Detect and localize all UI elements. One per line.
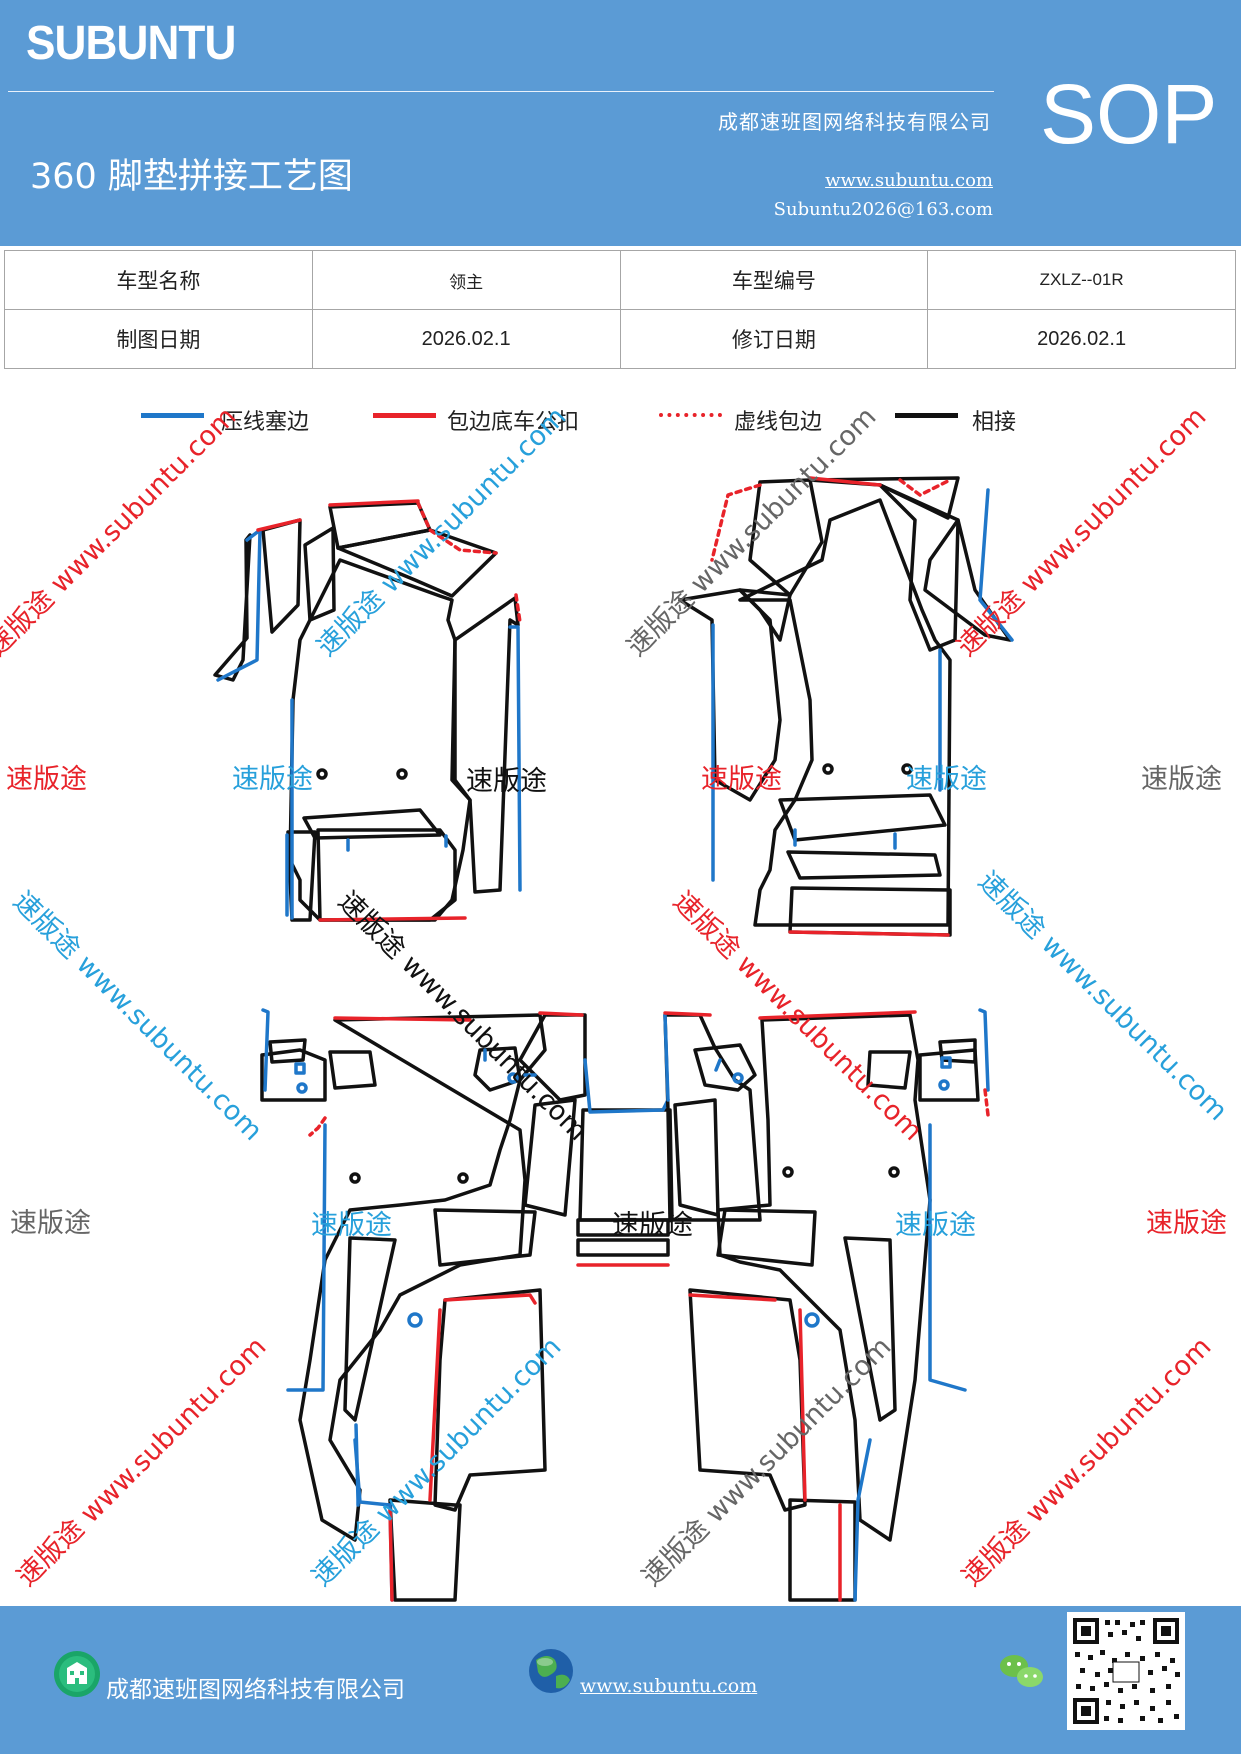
revision-date-value: 2026.02.1 [927, 309, 1236, 369]
table-row: 车型名称 领主 车型编号 ZXLZ--01R [4, 250, 1236, 310]
header-divider [8, 91, 994, 92]
model-code-label: 车型编号 [619, 250, 929, 310]
sop-badge: SOP [1040, 67, 1218, 161]
footer-website-link[interactable]: www.subuntu.com [580, 1675, 758, 1697]
vehicle-info-table: 车型名称 领主 车型编号 ZXLZ--01R 制图日期 2026.02.1 修订… [4, 250, 1236, 369]
table-row: 制图日期 2026.02.1 修订日期 2026.02.1 [4, 309, 1236, 369]
header-website-link[interactable]: www.subuntu.com [825, 170, 993, 191]
model-name-label: 车型名称 [4, 250, 313, 310]
legend-label-edge-clip: 包边底车公扣 [447, 410, 580, 435]
watermark-label: 速版途 [1146, 1208, 1227, 1239]
watermark-label: 速版途 [612, 1210, 693, 1241]
drawing-date-value: 2026.02.1 [311, 309, 621, 369]
watermark-label: 速版途 [1141, 764, 1222, 795]
legend-swatch-red-dotted [659, 413, 722, 417]
legend-swatch-red [373, 413, 436, 418]
top-left-mat-group [213, 499, 522, 922]
document-title: 360 脚垫拼接工艺图 [30, 157, 353, 197]
watermark-label: 速版途 [232, 764, 313, 795]
watermark-label: 速版途 [895, 1210, 976, 1241]
header-email: Subuntu2026@163.com [773, 199, 993, 220]
legend-label-dotted-edge: 虚线包边 [734, 410, 823, 435]
revision-date-label: 修订日期 [619, 309, 929, 369]
legend-swatch-black [895, 413, 958, 418]
drawing-date-label: 制图日期 [4, 309, 313, 369]
watermark-label: 速版途 [906, 764, 987, 795]
brand-logo-text: SUBUNTU [26, 17, 236, 70]
watermark-label: 速版途 [701, 764, 782, 795]
header-banner [0, 0, 1241, 246]
bottom-right-mat-group [663, 1008, 990, 1602]
legend-label-joint: 相接 [972, 410, 1017, 435]
bottom-left-mat-group [260, 1008, 674, 1602]
header-company-name: 成都速班图网络科技有限公司 [718, 110, 991, 134]
footer-company-name: 成都速班图网络科技有限公司 [106, 1677, 405, 1703]
model-code-value: ZXLZ--01R [927, 250, 1236, 310]
model-name-value: 领主 [311, 250, 621, 310]
watermark-label: 速版途 [6, 764, 87, 795]
watermark-label: 速版途 [311, 1210, 392, 1241]
watermark-label: 速版途 [10, 1208, 91, 1239]
legend-label-press-line: 压线塞边 [221, 410, 310, 435]
legend-swatch-blue [141, 413, 204, 418]
watermark-label: 速版途 [466, 766, 547, 797]
top-right-mat-group [678, 476, 1014, 937]
